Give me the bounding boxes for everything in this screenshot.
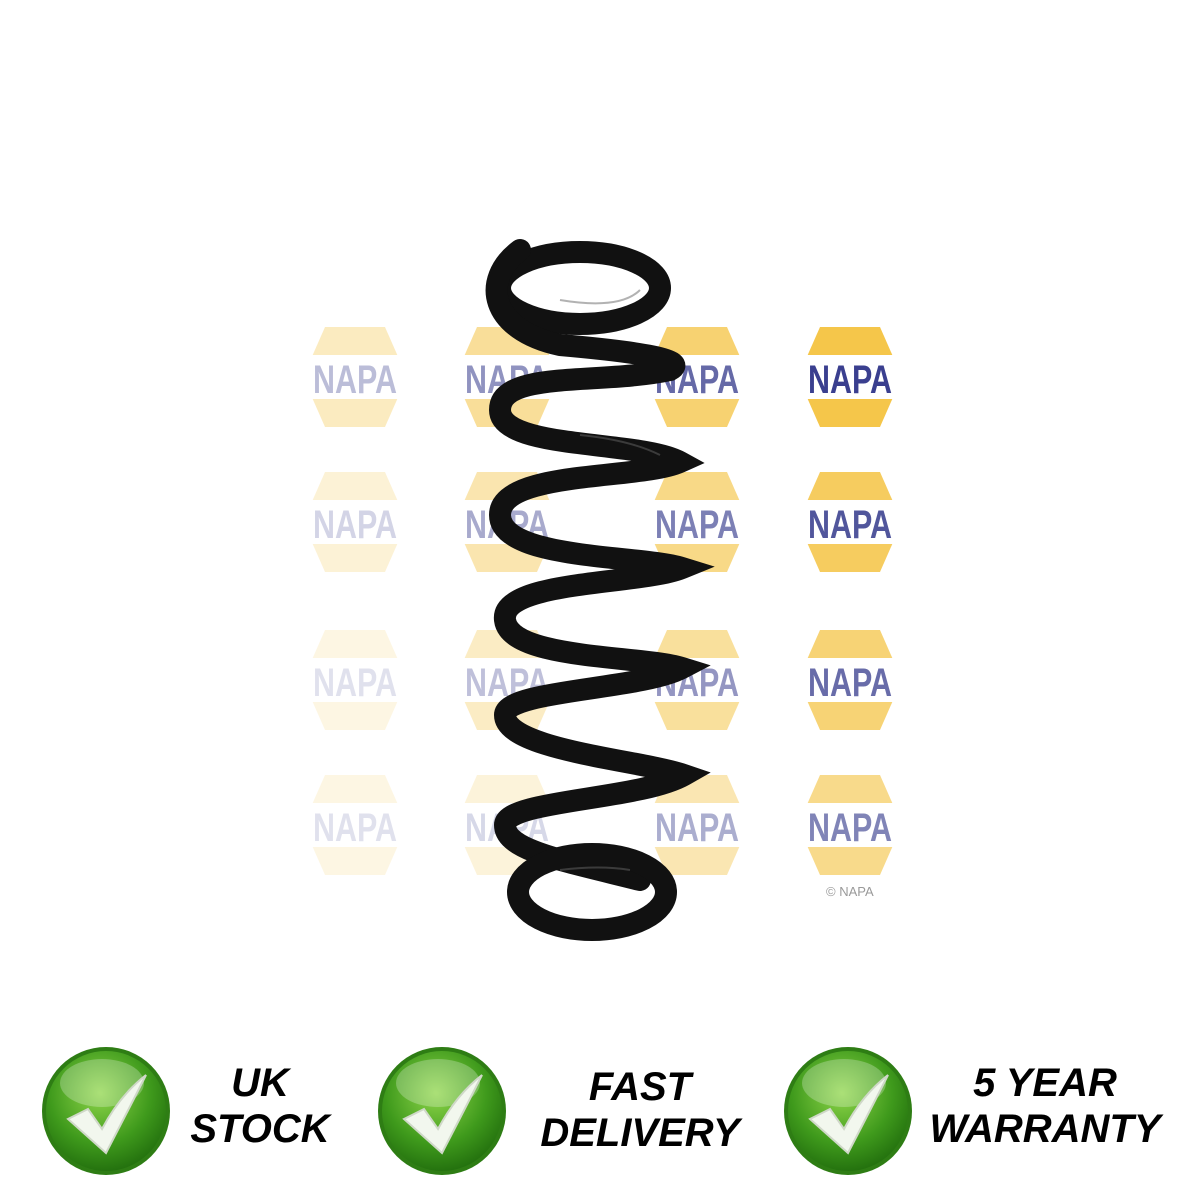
svg-text:NAPA: NAPA [808,806,892,850]
svg-text:NAPA: NAPA [313,661,397,705]
svg-text:NAPA: NAPA [313,358,397,402]
svg-text:NAPA: NAPA [655,806,739,850]
checkmark-badge-icon [40,1045,172,1177]
napa-logo: NAPA [303,773,407,877]
napa-logo: NAPA [303,628,407,732]
checkmark-badge-icon [376,1045,508,1177]
napa-logo: NAPA [645,470,749,574]
svg-text:NAPA: NAPA [655,503,739,547]
svg-text:NAPA: NAPA [808,503,892,547]
napa-logo: NAPA [798,470,902,574]
svg-text:NAPA: NAPA [808,358,892,402]
napa-logo: NAPA [303,325,407,429]
svg-text:NAPA: NAPA [313,503,397,547]
napa-logo: NAPA [798,773,902,877]
napa-logo: NAPA [798,325,902,429]
checkmark-badge-icon [782,1045,914,1177]
napa-logo: NAPA [798,628,902,732]
napa-logo: NAPA [303,470,407,574]
napa-logo: NAPA [645,773,749,877]
svg-text:NAPA: NAPA [313,806,397,850]
copyright-text: © NAPA [826,884,874,899]
svg-text:NAPA: NAPA [808,661,892,705]
